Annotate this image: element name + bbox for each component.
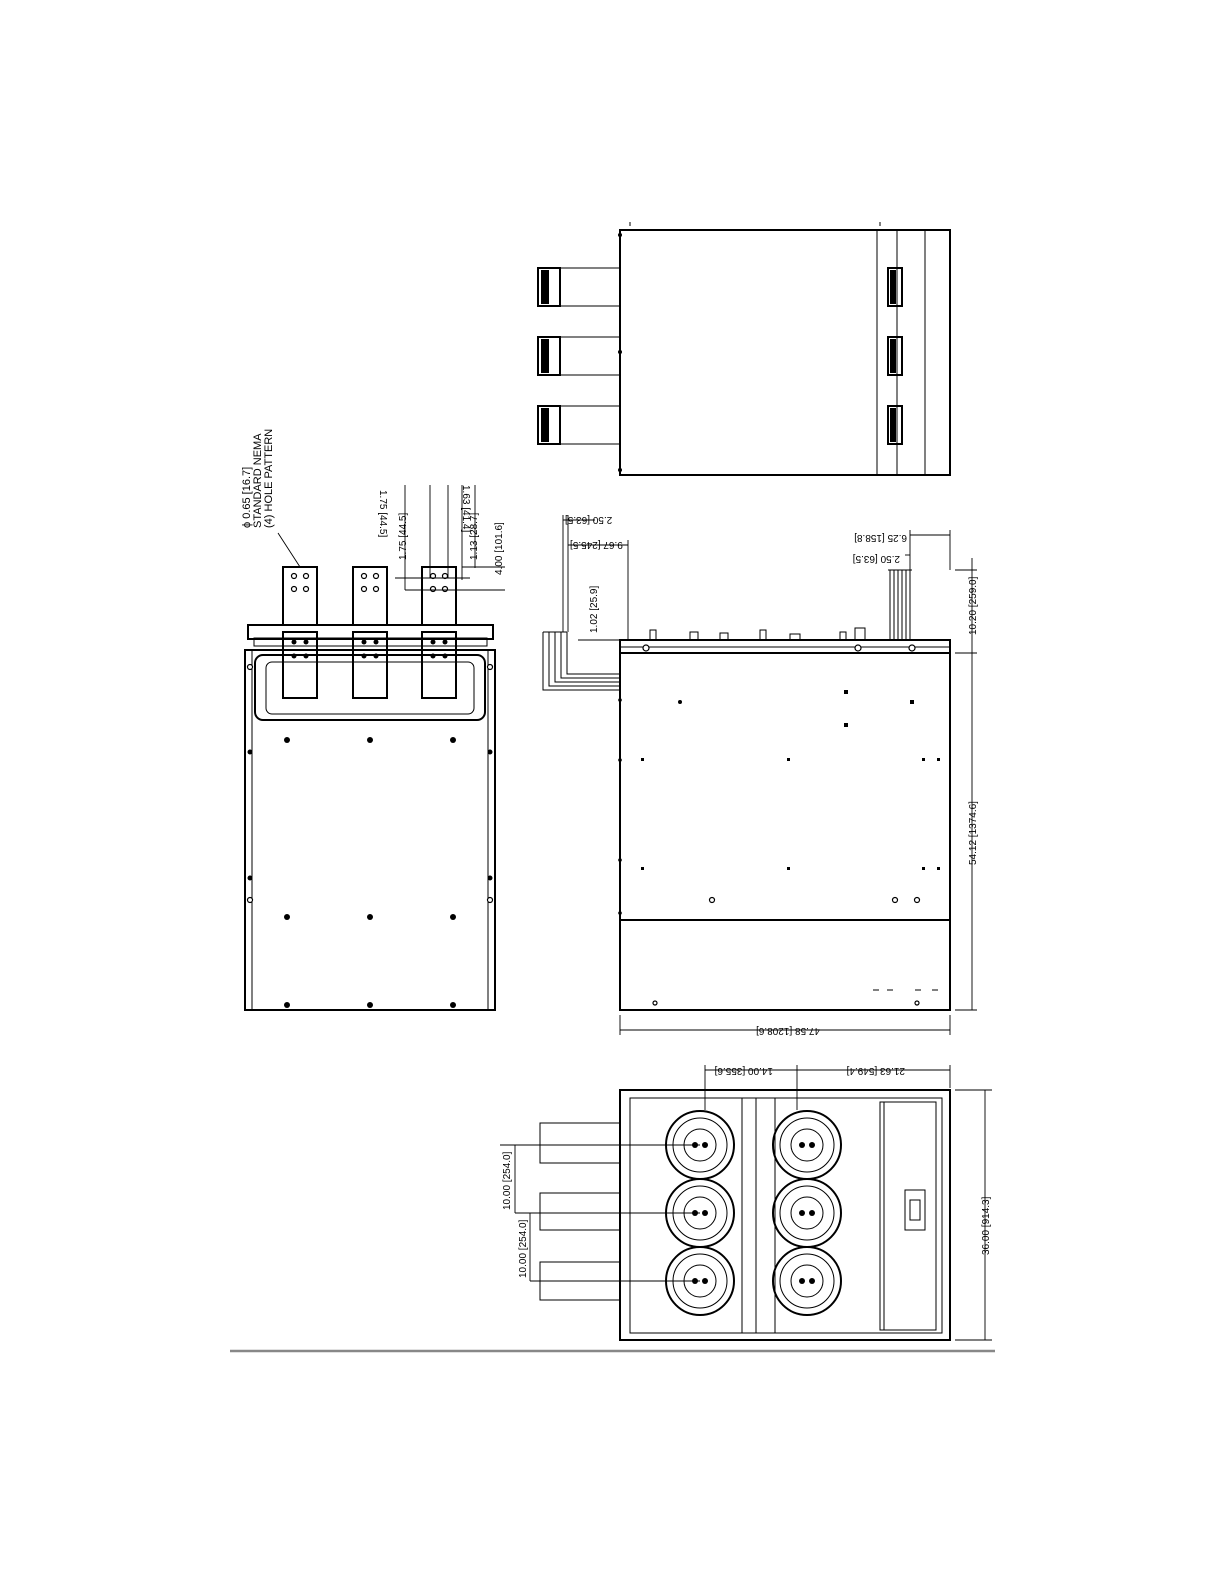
nema-hole-note: ϕ 0.65 [16.7] STANDARD NEMA (4) HOLE PAT…: [241, 429, 275, 528]
top-view-internal-bus: [888, 268, 902, 444]
dim-overall-depth: 47.58 [1208.6]: [756, 1025, 820, 1036]
dim-phase-spacing-1: 10.00 [254.0]: [502, 1151, 513, 1210]
dim-overall-height: 54.12 [1374.6]: [968, 801, 979, 865]
bottom-view: [500, 1065, 992, 1340]
dim-bus-hole-offset: 1.13 [28.7]: [469, 513, 480, 560]
left-view-mounting-holes: [248, 665, 493, 1009]
dim-bus-spacing-2: 1.75 [44.5]: [398, 513, 409, 560]
dim-phase-spacing-2: 10.00 [254.0]: [518, 1219, 529, 1278]
dim-bottom-spacing-1: 14.00 [355.6]: [714, 1065, 773, 1076]
dim-left-bus-height: 1.02 [25.9]: [589, 586, 600, 633]
side-view-right-bus: [888, 570, 912, 640]
left-view-bus-bars: [283, 567, 456, 698]
left-view: [245, 485, 505, 1010]
dim-left-bus-offset-1: 2.50 [63.5]: [565, 514, 612, 525]
note-hole-pattern: (4) HOLE PATTERN: [263, 429, 275, 528]
dim-right-bus-height: 10.20 [259.0]: [968, 576, 979, 635]
dim-bottom-spacing-2: 21.63 [549.4]: [846, 1065, 905, 1076]
side-view-holes: [618, 690, 940, 1005]
side-view-left-bus: [543, 632, 620, 690]
dim-right-bus-offset-2: 2.50 [63.5]: [853, 553, 900, 564]
side-view: [543, 515, 977, 1035]
dim-bus-length: 4.00 [101.6]: [494, 522, 505, 575]
note-leader: [278, 533, 300, 567]
top-view-bus-connectors: [538, 268, 620, 444]
bottom-view-bus-extensions: [540, 1123, 620, 1300]
dim-left-bus-offset-2: 9.67 [245.5]: [570, 539, 623, 550]
top-view: [538, 222, 950, 475]
dim-overall-width: 36.00 [914.3]: [981, 1196, 992, 1255]
top-view-enclosure: [620, 230, 950, 475]
dim-bus-spacing-1: 1.75 [44.5]: [377, 490, 388, 537]
dim-right-bus-offset-1: 6.25 [158.8]: [854, 532, 907, 543]
side-view-enclosure: [620, 653, 950, 1010]
bottom-view-enclosure: [620, 1090, 950, 1340]
left-view-enclosure: [245, 650, 495, 1010]
